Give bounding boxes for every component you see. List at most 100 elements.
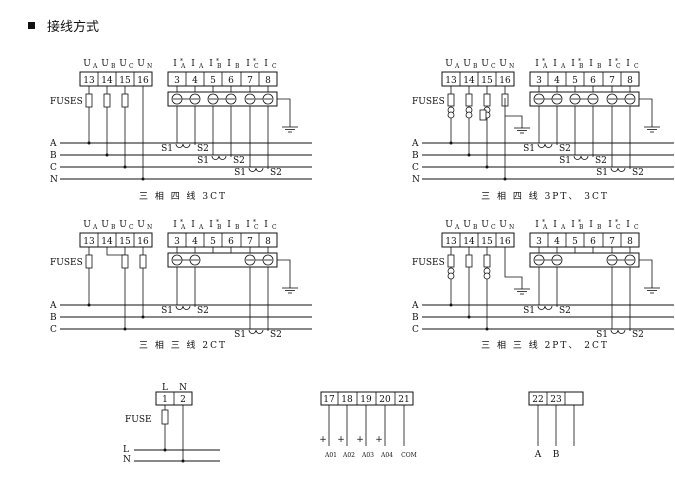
- ct-coil-icon: [175, 143, 191, 148]
- ct-s1-label: S1: [596, 330, 608, 340]
- voltage-terminal-number: 13: [445, 237, 457, 247]
- pt-winding-icon: [447, 111, 455, 119]
- ct-s1-label: S1: [161, 144, 173, 154]
- junction-dot: [123, 165, 127, 169]
- current-terminal-number: 7: [247, 76, 253, 86]
- relay-plus-label: +: [337, 435, 345, 445]
- ct-s1-label: S1: [197, 156, 209, 166]
- ground-wire: [504, 247, 523, 283]
- power-terminal-number: 2: [180, 395, 186, 405]
- current-terminal-number: 4: [192, 76, 198, 86]
- relay-terminal-number: 17: [323, 395, 335, 405]
- voltage-terminal-number: 14: [101, 76, 113, 86]
- fuses-label: FUSES: [412, 97, 445, 107]
- fuse-icon: [85, 254, 93, 269]
- junction-dot: [467, 315, 471, 319]
- voltage-terminal-header: U: [119, 220, 127, 230]
- page-title: 接线方式: [28, 16, 99, 35]
- relay-terminal-number: 19: [360, 395, 372, 405]
- ct-s2-label: S2: [559, 144, 571, 154]
- phase-label-c: C: [412, 163, 419, 173]
- voltage-terminal-number: 15: [481, 76, 493, 86]
- relay-output-label: A04: [380, 452, 393, 459]
- line-n-label: N: [123, 455, 131, 465]
- comm-terminal-number: 23: [550, 395, 562, 405]
- relay-output-label: A02: [342, 452, 355, 459]
- voltage-terminal-sub: C: [491, 63, 496, 70]
- junction-dot: [123, 327, 127, 331]
- polarity-star: *: [615, 219, 618, 226]
- diagram-caption: 三 相 四 线 3PT、 3CT: [481, 190, 609, 202]
- current-terminal-sub: C: [254, 224, 259, 231]
- voltage-terminal-number: 14: [101, 237, 113, 247]
- fuse-icon: [121, 93, 129, 108]
- current-terminal-number: 8: [265, 237, 271, 247]
- current-terminal-sub: C: [634, 224, 639, 231]
- fuse-icon: [447, 254, 455, 268]
- fuse-icon: [85, 93, 93, 108]
- pt-winding-icon: [465, 111, 473, 119]
- ct-s2-label: S2: [559, 306, 571, 316]
- ground-wire: [277, 259, 291, 282]
- polarity-star: *: [216, 58, 219, 65]
- voltage-terminal-number: 15: [481, 237, 493, 247]
- diagram-caption: 三 相 三 线 2PT、 2CT: [481, 339, 609, 351]
- ct-coil-icon: [537, 143, 553, 148]
- relay-plus-label: +: [319, 435, 327, 445]
- current-terminal-header: I: [264, 59, 268, 69]
- ct-coil-icon: [610, 167, 626, 172]
- current-terminal-sub: A: [542, 224, 548, 231]
- relay-plus-label: +: [356, 435, 364, 445]
- ct-s1-label: S1: [596, 168, 608, 178]
- current-terminal-sub: A: [198, 224, 204, 231]
- voltage-terminal-sub: A: [92, 63, 98, 70]
- current-terminal-number: 8: [265, 76, 271, 86]
- current-terminal-header: I: [553, 220, 557, 230]
- current-terminal-header: I: [626, 59, 630, 69]
- current-terminal-sub: C: [616, 224, 621, 231]
- fuses-label: FUSES: [50, 258, 83, 268]
- current-terminal-header: I: [535, 220, 539, 230]
- voltage-terminal-header: U: [499, 220, 507, 230]
- phase-label-b: B: [50, 151, 57, 161]
- ct-coil-icon: [573, 155, 589, 160]
- current-terminal-number: 7: [609, 76, 615, 86]
- ct-s2-label: S2: [632, 330, 644, 340]
- voltage-terminal-number: 16: [499, 237, 511, 247]
- junction-dot: [485, 165, 489, 169]
- current-terminal-sub: C: [254, 63, 259, 70]
- voltage-terminal-sub: A: [454, 224, 460, 231]
- current-terminal-sub: B: [217, 63, 222, 70]
- polarity-star: *: [253, 219, 256, 226]
- fuse-icon: [161, 409, 169, 425]
- voltage-terminal-sub: B: [473, 224, 478, 231]
- current-terminal-header: I: [227, 220, 231, 230]
- ct-s1-label: S1: [234, 168, 246, 178]
- current-terminal-block: [529, 232, 640, 248]
- ct-s1-label: S1: [523, 306, 535, 316]
- current-terminal-sub: B: [217, 224, 222, 231]
- ct-s1-label: S1: [523, 144, 535, 154]
- polarity-star: *: [216, 219, 219, 226]
- current-terminal-header: I: [246, 59, 250, 69]
- polarity-star: *: [542, 58, 545, 65]
- voltage-terminal-header: U: [83, 220, 91, 230]
- voltage-terminal-sub: A: [454, 63, 460, 70]
- phase-label-a: A: [49, 139, 57, 149]
- current-terminal-sub: B: [597, 63, 602, 70]
- fuses-label: FUSES: [50, 97, 83, 107]
- current-terminal-sub: A: [180, 63, 186, 70]
- ct-s2-label: S2: [632, 168, 644, 178]
- current-terminal-number: 8: [627, 237, 633, 247]
- junction-dot: [449, 141, 453, 145]
- voltage-terminal-header: U: [83, 59, 91, 69]
- voltage-terminal-number: 16: [499, 76, 511, 86]
- ct-coil-icon: [211, 155, 227, 160]
- polarity-star: *: [615, 58, 618, 65]
- fuse-icon: [483, 93, 491, 107]
- phase-label-n: N: [412, 175, 420, 185]
- voltage-terminal-header: U: [463, 59, 471, 69]
- fuse-icon: [465, 254, 473, 268]
